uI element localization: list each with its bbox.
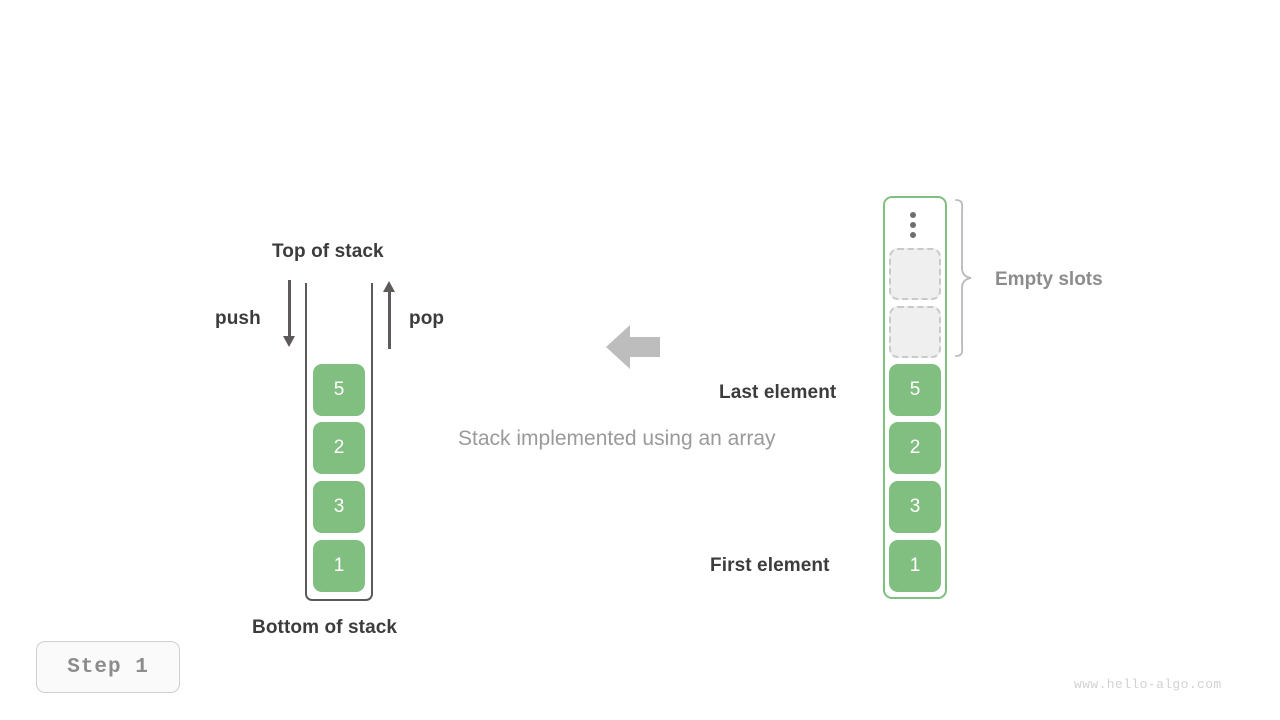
bottom-of-stack-label: Bottom of stack (252, 617, 398, 638)
left-arrow-icon (604, 321, 662, 378)
push-label: push (215, 308, 261, 329)
array-cell: 5 (889, 364, 941, 416)
last-element-label: Last element (719, 382, 837, 403)
stack-cell: 3 (313, 481, 365, 533)
push-arrow-head (283, 336, 295, 347)
stack-cell: 5 (313, 364, 365, 416)
array-container (883, 196, 947, 599)
array-cell: 1 (889, 540, 941, 592)
push-arrow-shaft (288, 280, 291, 338)
stack-cell: 1 (313, 540, 365, 592)
step-badge: Step 1 (36, 641, 180, 693)
empty-slots-label: Empty slots (995, 269, 1103, 290)
array-cell: 3 (889, 481, 941, 533)
stack-cell: 2 (313, 422, 365, 474)
stack-container (305, 283, 373, 601)
diagram-caption: Stack implemented using an array (458, 427, 776, 450)
array-empty-slot (889, 248, 941, 300)
empty-slots-brace (952, 198, 974, 363)
top-of-stack-label: Top of stack (272, 241, 384, 262)
pop-arrow-shaft (388, 291, 391, 349)
vertical-ellipsis-icon (910, 212, 917, 238)
array-empty-slot (889, 306, 941, 358)
watermark: www.hello-algo.com (1074, 677, 1222, 692)
pop-label: pop (409, 308, 445, 329)
pop-arrow-head (383, 281, 395, 292)
first-element-label: First element (710, 555, 830, 576)
array-cell: 2 (889, 422, 941, 474)
